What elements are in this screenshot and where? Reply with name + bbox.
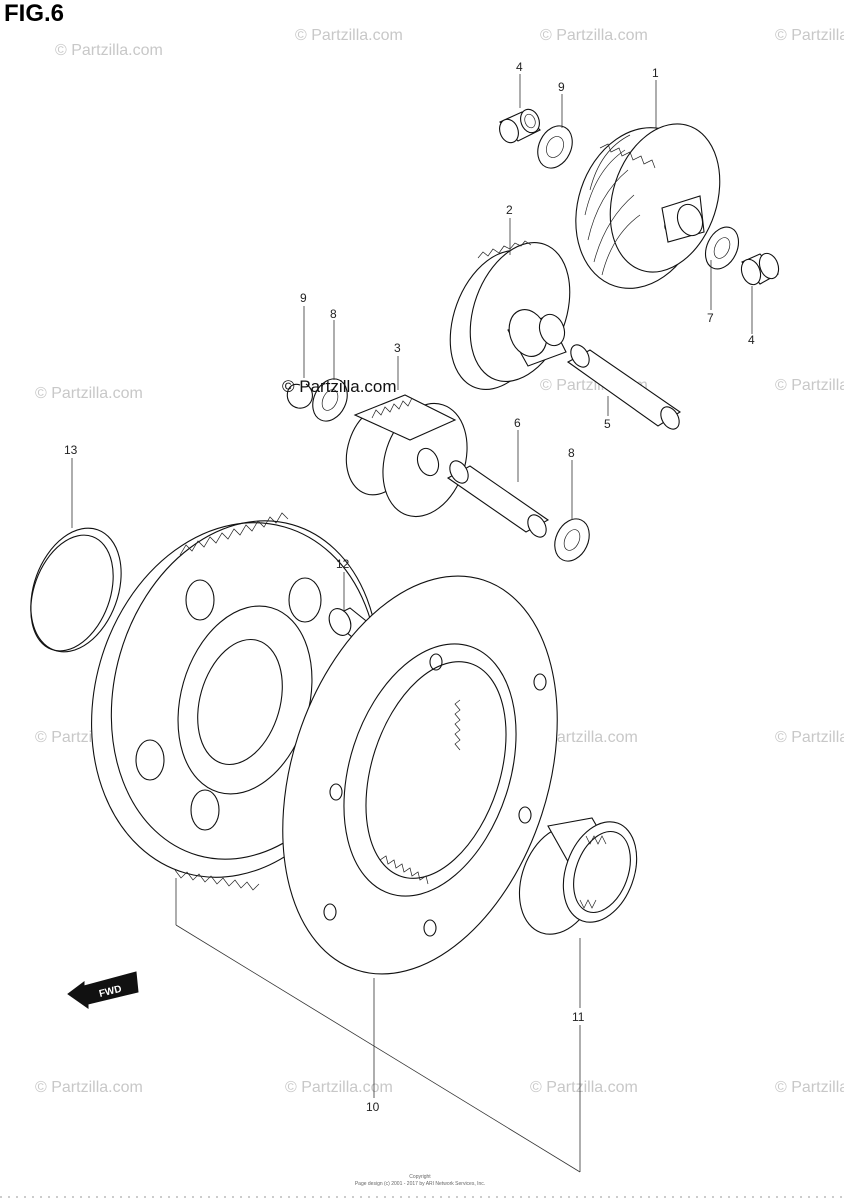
callout-4-lower: 4 — [748, 333, 755, 347]
part-2-idle-gear — [449, 240, 571, 391]
part-1-cluster-gear — [575, 123, 721, 289]
watermark-prominent: © Partzilla.com — [282, 377, 397, 396]
watermark-text: © Partzilla.com — [55, 42, 163, 59]
forward-arrow-icon: FWD — [67, 971, 139, 1009]
callout-13: 13 — [64, 443, 78, 457]
watermark-text: © Partzilla.com — [775, 1079, 844, 1096]
watermark-text: © Partzilla.com — [540, 27, 648, 44]
callout-7-lower: 7 — [707, 311, 714, 325]
watermark-text: © Partzilla.com — [775, 377, 844, 394]
part-3-gear — [345, 394, 468, 518]
part-4-bushing-lower — [740, 252, 780, 286]
callout-2: 2 — [506, 203, 513, 217]
figure-title: FIG.6 — [4, 0, 65, 27]
part-10-clutch-housing — [282, 575, 558, 975]
watermark-text: © Partzilla.com — [285, 1079, 393, 1096]
footer-copyright: Copyright — [409, 1174, 431, 1180]
callout-1: 1 — [652, 66, 659, 80]
part-9-circlip — [286, 383, 313, 409]
footer-design: Page design (c) 2001 - 2017 by ARI Netwo… — [355, 1181, 485, 1187]
part-5-shaft — [566, 344, 681, 430]
callout-6: 6 — [514, 416, 521, 430]
callout-10: 10 — [366, 1100, 380, 1114]
forward-arrow-label: FWD — [98, 984, 123, 1000]
part-11-bearing — [518, 817, 638, 935]
callout-3: 3 — [394, 341, 401, 355]
part-7-washer-top — [537, 125, 573, 169]
watermark-text: © Partzilla.com — [35, 1079, 143, 1096]
part-6-shaft — [446, 460, 550, 538]
callout-9: 9 — [300, 291, 307, 305]
part-7-washer-lower — [704, 226, 740, 270]
callout-8-upper: 8 — [330, 307, 337, 321]
callout-8-lower: 8 — [568, 446, 575, 460]
part-4-bushing-top — [499, 108, 541, 144]
watermark-text: © Partzilla.com — [295, 27, 403, 44]
leader-lines — [71, 74, 753, 1173]
callout-5: 5 — [604, 417, 611, 431]
part-8-washer-upper — [312, 378, 348, 422]
watermark-text: © Partzilla.com — [775, 729, 844, 746]
watermark-text: © Partzilla.com — [775, 27, 844, 44]
callout-labels: 4 9 1 2 7 4 5 9 8 3 6 8 13 12 10 11 — [64, 60, 755, 1114]
watermark-text: © Partzilla.com — [35, 385, 143, 402]
callout-11: 11 — [572, 1010, 585, 1024]
callout-4-top: 4 — [516, 60, 523, 74]
callout-7-top: 9 — [558, 80, 565, 94]
part-8-washer-lower — [554, 518, 590, 562]
part-13-ring — [30, 527, 122, 653]
watermark-text: © Partzilla.com — [530, 1079, 638, 1096]
callout-12: 12 — [336, 557, 350, 571]
